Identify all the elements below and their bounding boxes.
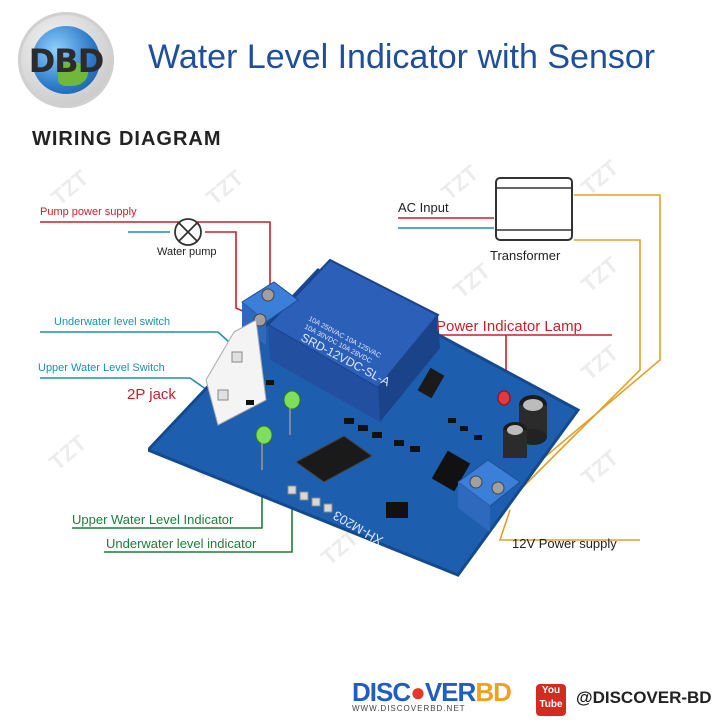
youtube-top: You bbox=[541, 685, 561, 696]
underwater-level-indicator-label: Underwater level indicator bbox=[106, 536, 257, 551]
power-indicator-lamp-label: Power Indicator Lamp bbox=[436, 318, 582, 335]
red-power-led bbox=[497, 390, 511, 406]
transistor bbox=[417, 367, 445, 399]
power-terminal-block bbox=[457, 459, 521, 532]
transformer-out-2 bbox=[509, 239, 641, 501]
pump-power-supply-label: Pump power supply bbox=[40, 206, 137, 218]
wiring-diagram-heading: WIRING DIAGRAM bbox=[32, 128, 222, 150]
12v-power-supply-label: 12V Power supply bbox=[512, 536, 617, 551]
brand-o-icon: ● bbox=[410, 677, 426, 707]
water-pump-icon bbox=[174, 218, 202, 246]
smd-components bbox=[246, 380, 482, 518]
voltage-regulator bbox=[431, 450, 471, 492]
underwater-level-switch-label: Underwater level switch bbox=[54, 316, 171, 328]
green-led-under bbox=[283, 390, 301, 435]
jack-connector bbox=[205, 319, 267, 426]
ac-input-label: AC Input bbox=[398, 200, 449, 215]
transformer-icon bbox=[495, 177, 573, 241]
header-pins bbox=[287, 485, 333, 513]
dbd-logo: DBD bbox=[18, 12, 114, 108]
globe-land bbox=[58, 62, 88, 86]
youtube-bottom: Tube bbox=[539, 699, 563, 710]
capacitor-2 bbox=[503, 422, 527, 458]
green-led-upper bbox=[255, 425, 273, 470]
upper-switch-wire bbox=[40, 377, 211, 393]
transformer-label: Transformer bbox=[490, 248, 561, 263]
brand-prefix: DISC bbox=[352, 677, 411, 707]
ic-chip bbox=[295, 435, 373, 483]
brand-url: WWW.DISCOVERBD.NET bbox=[352, 704, 466, 713]
upper-water-level-switch-label: Upper Water Level Switch bbox=[38, 362, 165, 374]
relay: SRD-12VDC-SL-A 10A 250VAC 10A 125VAC 10A… bbox=[266, 258, 440, 422]
relay-board: SRD-12VDC-SL-A 10A 250VAC 10A 125VAC 10A… bbox=[148, 258, 581, 577]
power-supply-wire bbox=[498, 509, 640, 541]
water-pump-label: Water pump bbox=[157, 246, 217, 258]
upper-water-level-indicator-label: Upper Water Level Indicator bbox=[72, 512, 234, 527]
logo-text: DBD bbox=[28, 42, 105, 80]
social-handle: @DISCOVER-BD bbox=[576, 688, 712, 707]
page-title: Water Level Indicator with Sensor bbox=[148, 38, 656, 76]
brand-middle: VER bbox=[424, 677, 476, 707]
capacitor-1 bbox=[519, 395, 547, 445]
youtube-icon: You Tube bbox=[536, 684, 566, 716]
discoverbd-brand: DISC●VERBD WWW.DISCOVERBD.NET bbox=[352, 677, 512, 713]
brand-suffix: BD bbox=[475, 677, 512, 707]
2p-jack-label: 2P jack bbox=[127, 386, 176, 403]
